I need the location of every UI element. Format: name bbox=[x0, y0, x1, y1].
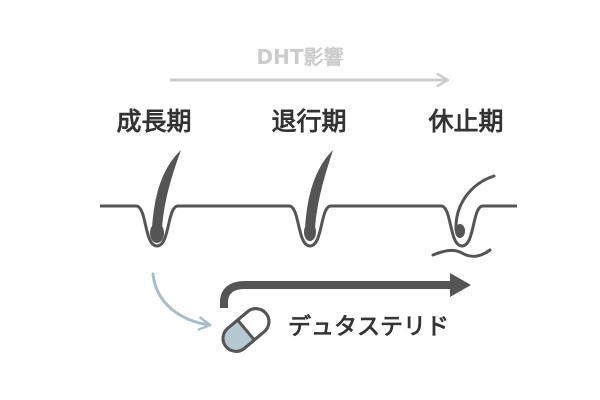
stage-label-catagen: 退行期 bbox=[271, 107, 346, 136]
capsule-icon bbox=[221, 307, 271, 353]
dht-influence-label: DHT影響 bbox=[257, 45, 344, 69]
skin-line bbox=[100, 204, 517, 248]
stage-label-anagen: 成長期 bbox=[116, 107, 191, 136]
hair-follicle-icon bbox=[431, 174, 496, 258]
hair-follicle-icon bbox=[150, 150, 181, 243]
inhibition-arrow bbox=[220, 273, 471, 308]
stage-label-telogen: 休止期 bbox=[427, 107, 503, 136]
drug-label: デュタステリド bbox=[288, 313, 449, 340]
curved-blue-arrow bbox=[151, 272, 212, 331]
hair-follicle-icon bbox=[304, 150, 333, 241]
